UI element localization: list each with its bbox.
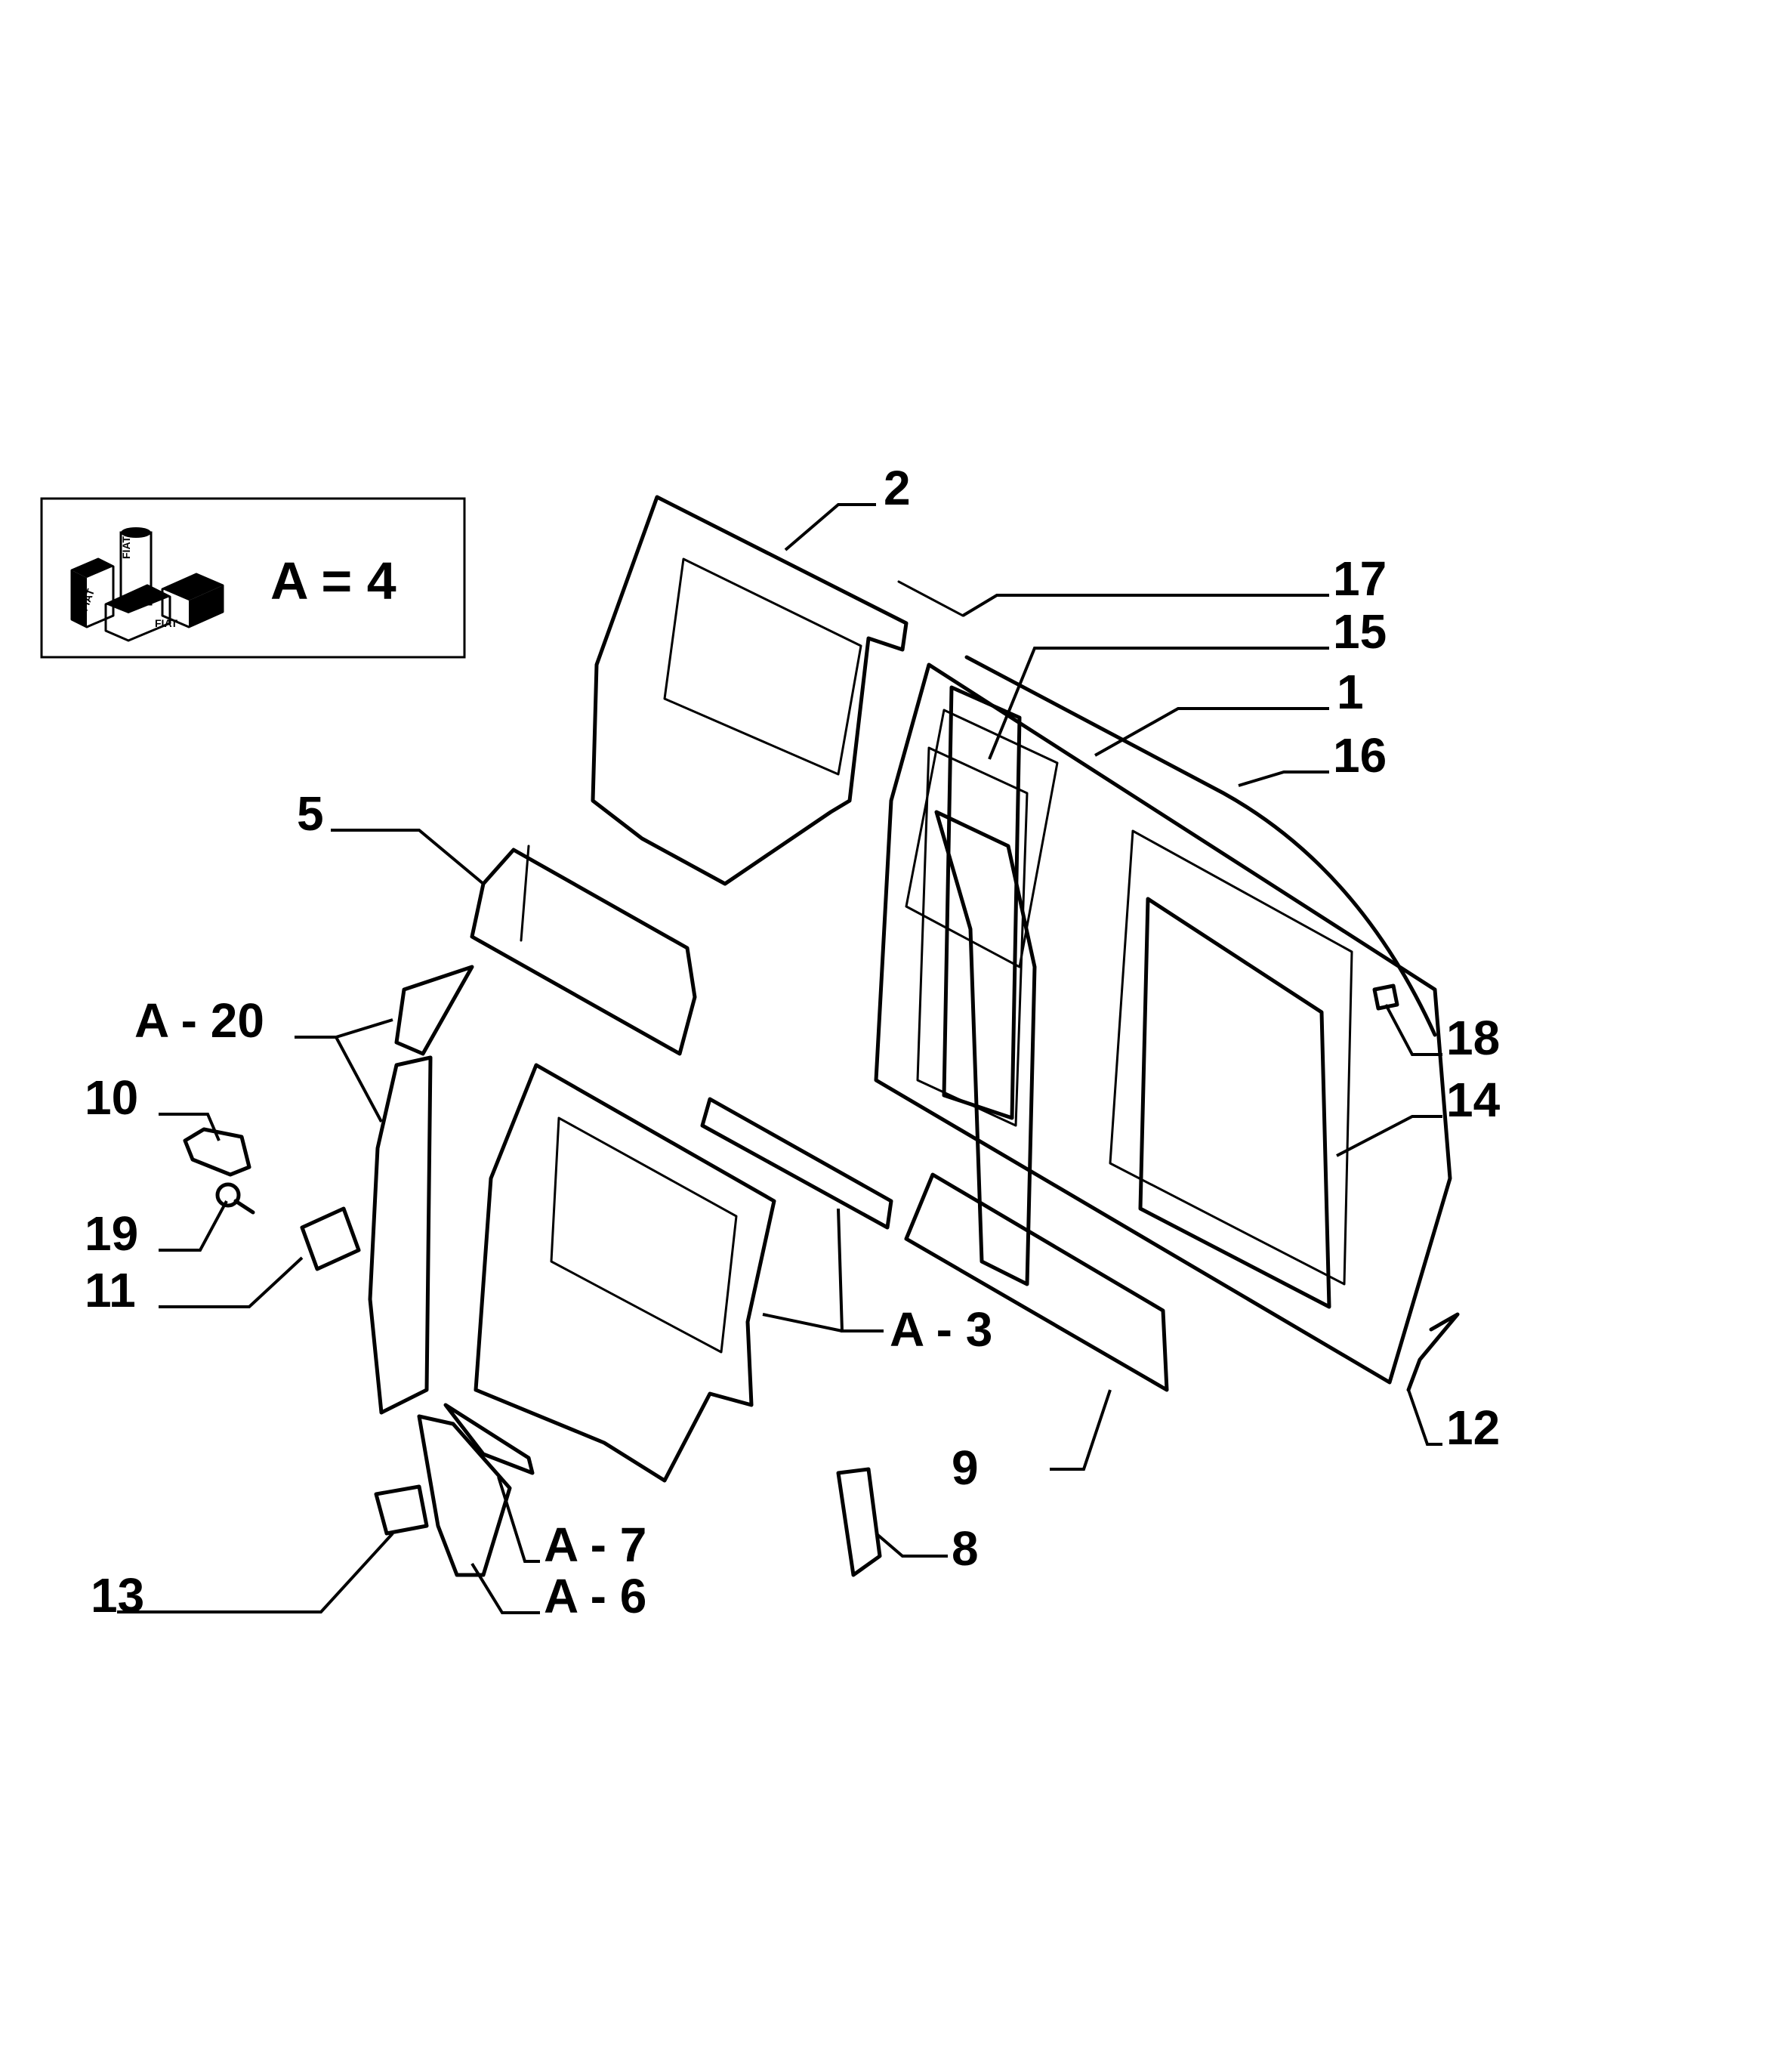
- part-19-bolt: [215, 1182, 255, 1215]
- callout-1: 1: [1337, 665, 1364, 719]
- part-8-bracket: [836, 1467, 882, 1577]
- callout-17: 17: [1333, 551, 1387, 606]
- callout-16: 16: [1333, 728, 1387, 783]
- callout-a7: A - 7: [544, 1518, 646, 1572]
- legend-text: A = 4: [270, 551, 396, 610]
- callout-10: 10: [85, 1070, 138, 1125]
- callout-2: 2: [884, 461, 911, 515]
- callout-11: 11: [85, 1263, 136, 1317]
- callout-15: 15: [1333, 604, 1387, 659]
- part-2-outer-side-panel: [591, 495, 909, 886]
- part-9-sill: [700, 1097, 1169, 1392]
- callout-13: 13: [91, 1568, 144, 1623]
- callout-18: 18: [1446, 1011, 1500, 1065]
- part-b-pillar: [934, 810, 1037, 1286]
- part-lower-side-panel: [474, 1063, 776, 1483]
- fiat-parts-kit-icon: FIAT FIAT FIAT: [70, 527, 224, 642]
- logo-lettering-1: FIAT: [120, 536, 132, 559]
- part-15-seal: [916, 685, 1029, 1127]
- part-10-bracket: [183, 1127, 251, 1177]
- callout-19: 19: [85, 1206, 138, 1261]
- legend-box: FIAT FIAT FIAT A = 4: [40, 497, 466, 659]
- part-16-roof-rail: [964, 655, 1437, 1037]
- part-a6-a7-brackets: [417, 1403, 535, 1577]
- part-a20-pillar: [368, 965, 474, 1415]
- callout-8: 8: [952, 1521, 979, 1576]
- callout-a3: A - 3: [890, 1302, 992, 1357]
- leader-lines: [117, 503, 1442, 1614]
- logo-lettering-3: FIAT: [155, 617, 178, 629]
- part-12-clip: [1406, 1312, 1460, 1392]
- callout-12: 12: [1446, 1400, 1500, 1455]
- part-11-hinge: [300, 1206, 361, 1271]
- callout-9: 9: [952, 1441, 979, 1495]
- callout-a20: A - 20: [134, 993, 264, 1048]
- part-14-seal: [1138, 897, 1331, 1309]
- callout-labels: 2 17 15 1 16 5 A - 20 10 19 11 18 14 A -…: [85, 461, 1501, 1623]
- part-17-trim: [897, 580, 964, 617]
- callout-a6: A - 6: [544, 1569, 646, 1623]
- callout-5: 5: [297, 786, 324, 841]
- callout-14: 14: [1446, 1073, 1501, 1127]
- part-18-clip: [1372, 984, 1399, 1011]
- part-5-upper-rail: [470, 845, 697, 1056]
- part-13-cover: [374, 1484, 429, 1536]
